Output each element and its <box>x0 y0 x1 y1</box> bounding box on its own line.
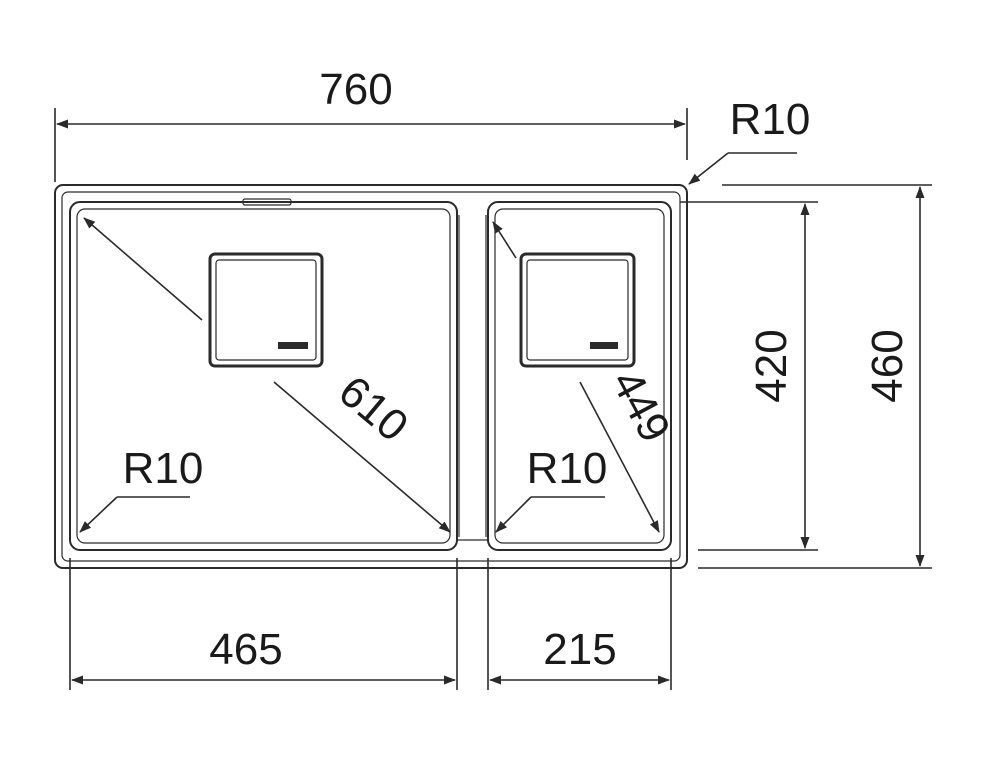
left-drain-inner <box>215 259 317 361</box>
rim-inner-edge <box>61 191 681 562</box>
dimension-left-bowl-radius: R10 <box>79 444 204 533</box>
dimension-left-bowl-width: 465 <box>69 558 458 690</box>
outer-rim <box>54 184 688 569</box>
right-bowl-radius-label: R10 <box>527 444 608 493</box>
dimension-overall-depth: 460 <box>698 184 932 569</box>
dimension-inner-depth: 420 <box>680 201 818 551</box>
left-bowl-radius-label: R10 <box>123 444 204 493</box>
outer-radius-label: R10 <box>730 95 811 144</box>
left-bowl <box>69 201 458 551</box>
dimension-outer-radius: R10 <box>688 95 811 185</box>
right-bowl-inner <box>494 208 665 544</box>
inner-depth-label: 420 <box>747 329 796 402</box>
dimension-right-bowl-radius: R10 <box>495 444 608 533</box>
left-drain <box>208 252 324 368</box>
right-drain-inner <box>526 259 629 361</box>
dimension-overall-width: 760 <box>54 65 688 182</box>
left-bowl-width-label: 465 <box>209 625 282 674</box>
right-bowl-outer <box>487 201 672 551</box>
right-drain-logo <box>590 342 618 349</box>
left-diagonal-label: 610 <box>329 367 417 452</box>
right-bowl-width-label: 215 <box>543 625 616 674</box>
left-bowl-inner <box>76 208 451 544</box>
right-diagonal-label: 449 <box>602 362 680 450</box>
overall-width-label: 760 <box>319 65 392 114</box>
left-drain-logo <box>278 342 308 349</box>
left-bowl-outer <box>69 201 458 551</box>
right-bowl <box>487 201 672 551</box>
dimension-right-bowl-width: 215 <box>487 558 672 690</box>
overall-depth-label: 460 <box>863 329 912 402</box>
right-drain <box>519 252 636 368</box>
bowl-divider <box>457 215 488 541</box>
